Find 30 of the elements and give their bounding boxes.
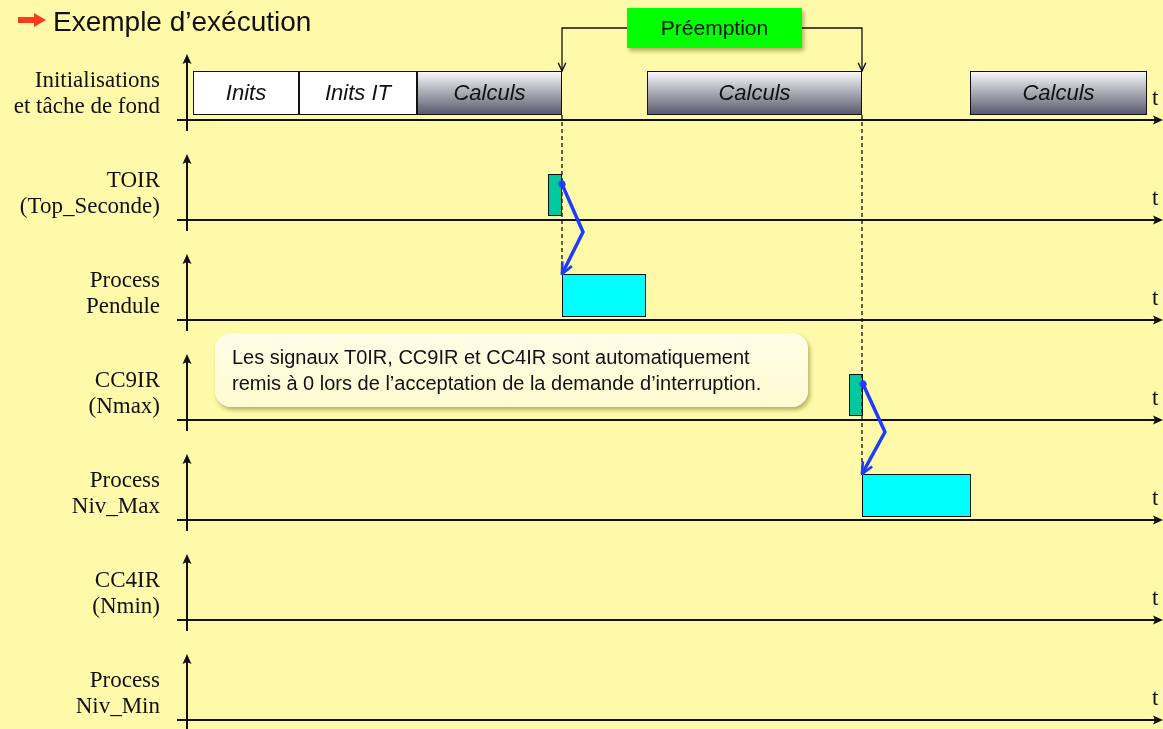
title: Exemple d’exécution	[53, 6, 312, 38]
arrow	[557, 27, 628, 72]
signal-label: Process Niv_Max	[71, 467, 160, 519]
axis-label: t	[1152, 685, 1159, 711]
interrupt-pulse	[849, 374, 863, 416]
process-bar	[862, 474, 971, 517]
label-box: Préemption	[627, 8, 802, 48]
axis-label: t	[1152, 85, 1159, 111]
task-box: Calculs	[417, 71, 562, 115]
signal-label: Initialisations et tâche de fond	[12, 67, 160, 119]
task-box: Inits	[193, 71, 299, 115]
task-box: Calculs	[647, 71, 862, 115]
signal-label: CC4IR (Nmin)	[92, 567, 160, 619]
axis-label: t	[1152, 185, 1159, 211]
note-callout: Les signaux T0IR, CC9IR et CC4IR sont automatiquement remis à 0 lors de l’acceptation de la demande d’interruption.	[215, 333, 808, 407]
axis-label: t	[1152, 285, 1159, 311]
axis-label: t	[1152, 485, 1159, 511]
process-bar	[562, 274, 646, 317]
arrow	[859, 380, 887, 476]
task-box: Calculs	[970, 71, 1147, 115]
signal-label: CC9IR (Nmax)	[88, 367, 160, 419]
signal-label: Process Pendule	[85, 267, 160, 319]
axis-label: t	[1152, 385, 1159, 411]
arrow	[801, 27, 867, 72]
axis-label: t	[1152, 585, 1159, 611]
interrupt-pulse	[548, 174, 562, 216]
task-box: Inits IT	[299, 71, 417, 115]
signal-label: TOIR (Top_Seconde)	[19, 167, 160, 219]
arrow	[558, 180, 585, 276]
signal-label: Process Niv_Min	[75, 667, 160, 719]
